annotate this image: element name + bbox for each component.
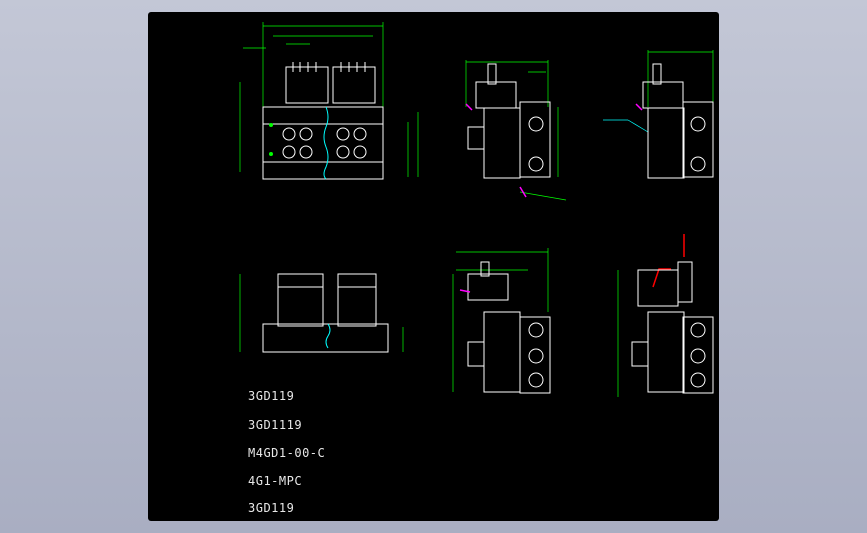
front-view-bottom bbox=[239, 273, 404, 353]
part-label-2: 3GD1119 bbox=[248, 418, 303, 432]
front-view-top bbox=[239, 22, 419, 180]
part-label-4: 4G1-MPC bbox=[248, 474, 303, 488]
cad-drawing bbox=[239, 22, 714, 397]
side-view-bottom-right bbox=[617, 234, 714, 397]
part-label-3: M4GD1-00-C bbox=[248, 446, 326, 460]
part-label-1: 3GD119 bbox=[248, 389, 295, 403]
side-view-bottom-middle bbox=[452, 248, 551, 394]
side-view-top-middle bbox=[465, 60, 567, 201]
cad-viewport[interactable]: 3GD119 3GD1119 M4GD1-00-C 4G1-MPC 3GD119 bbox=[148, 12, 719, 521]
side-view-top-right bbox=[603, 50, 714, 179]
part-label-5: 3GD119 bbox=[248, 501, 295, 515]
